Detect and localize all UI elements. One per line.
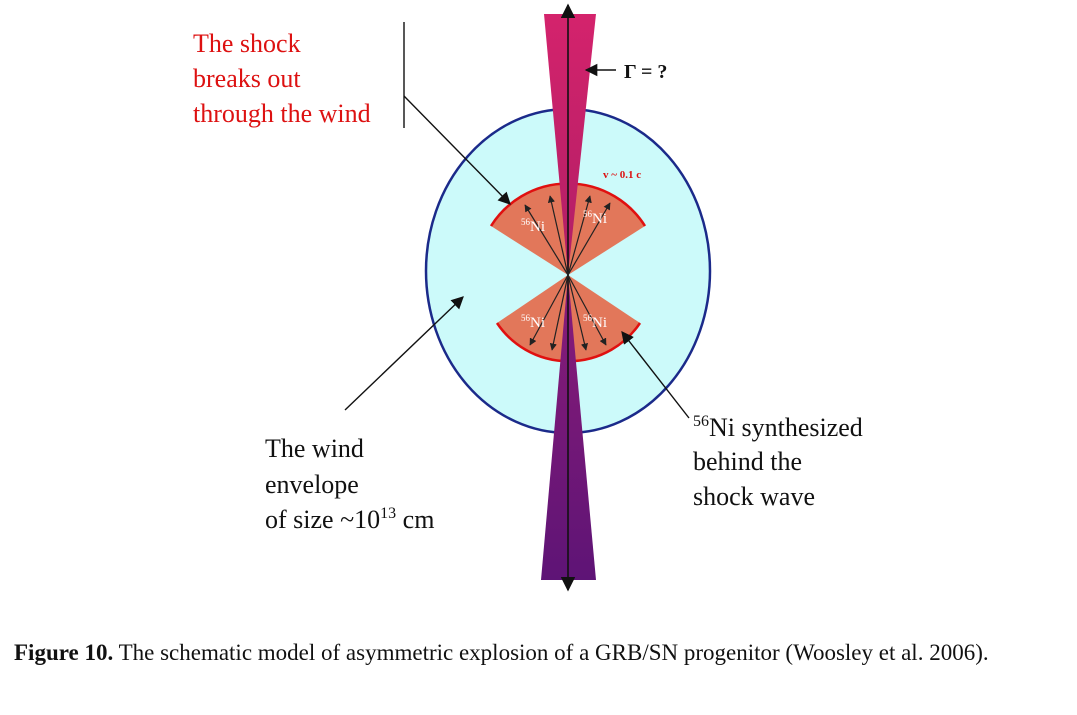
figure-caption: Figure 10. The schematic model of asymme… xyxy=(14,636,1064,670)
synth-label: 56Ni synthesized behind the shock wave xyxy=(693,413,869,511)
expansion-arrow xyxy=(547,195,569,276)
expansion-arrow xyxy=(567,274,588,351)
ni-label-lower-left: 56Ni xyxy=(521,313,545,331)
ni-label-upper-right: 56Ni xyxy=(583,209,607,227)
velocity-label: v ~ 0.1 c xyxy=(603,169,641,181)
expansion-arrow xyxy=(549,274,569,351)
synth-pointer xyxy=(621,331,690,419)
expansion-arrow xyxy=(567,195,592,276)
gamma-label: Γ = ? xyxy=(624,61,667,83)
ni-label-lower-right: 56Ni xyxy=(583,313,607,331)
expansion-arrow xyxy=(567,202,611,276)
expansion-arrow xyxy=(524,204,569,276)
expansion-arrow xyxy=(529,274,569,346)
wind-pointer xyxy=(344,296,464,411)
ni-label-upper-left: 56Ni xyxy=(521,217,545,235)
expansion-arrow xyxy=(567,274,607,346)
wind-label: The wind envelope of size ~1013 cm xyxy=(265,434,434,534)
figure-label: Figure 10. xyxy=(14,640,114,665)
breakout-pointer xyxy=(403,95,511,205)
caption-text: The schematic model of asymmetric explos… xyxy=(113,640,989,665)
explosion-schematic: 56Ni 56Ni 56Ni 56Ni v ~ 0.1 c Γ = ? The … xyxy=(193,3,869,592)
breakout-label: The shock breaks out through the wind xyxy=(193,29,371,128)
